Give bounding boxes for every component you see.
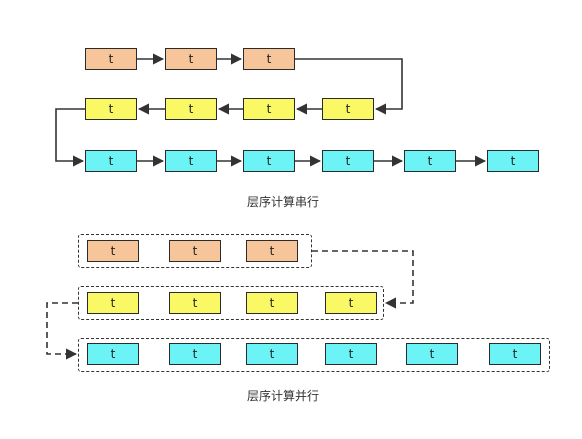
parallel-arrow xyxy=(312,250,414,309)
parallel-node-yellow-2: t xyxy=(169,292,221,314)
parallel-group-cyan xyxy=(78,338,550,372)
parallel-node-cyan-1: t xyxy=(87,343,139,365)
serial-arrow xyxy=(295,58,403,115)
parallel-node-cyan-6: t xyxy=(489,343,541,365)
serial-node-cyan-3: t xyxy=(243,150,295,172)
parallel-node-cyan-2: t xyxy=(169,343,221,365)
serial-node-cyan-1: t xyxy=(85,150,137,172)
serial-node-yellow-1: t xyxy=(85,98,137,120)
parallel-node-cyan-5: t xyxy=(406,343,458,365)
parallel-node-yellow-3: t xyxy=(246,292,298,314)
parallel-node-cyan-3: t xyxy=(246,343,298,365)
parallel-caption: 层序计算并行 xyxy=(246,389,319,403)
parallel-arrow xyxy=(46,302,78,360)
parallel-group-yellow xyxy=(78,286,384,320)
serial-caption: 层序计算串行 xyxy=(246,195,319,209)
parallel-node-cyan-4: t xyxy=(325,343,377,365)
serial-node-orange-1: t xyxy=(85,48,137,70)
serial-node-cyan-4: t xyxy=(322,150,374,172)
parallel-node-orange-1: t xyxy=(87,240,139,262)
serial-node-cyan-2: t xyxy=(165,150,217,172)
serial-node-orange-3: t xyxy=(243,48,295,70)
serial-arrow xyxy=(55,108,85,167)
parallel-node-orange-2: t xyxy=(169,240,221,262)
serial-node-cyan-6: t xyxy=(487,150,539,172)
serial-node-cyan-5: t xyxy=(404,150,456,172)
parallel-node-orange-3: t xyxy=(246,240,298,262)
serial-node-orange-2: t xyxy=(165,48,217,70)
parallel-node-yellow-4: t xyxy=(325,292,377,314)
parallel-group-orange xyxy=(78,234,312,268)
parallel-node-yellow-1: t xyxy=(87,292,139,314)
serial-node-yellow-3: t xyxy=(243,98,295,120)
serial-node-yellow-4: t xyxy=(322,98,374,120)
serial-node-yellow-2: t xyxy=(165,98,217,120)
